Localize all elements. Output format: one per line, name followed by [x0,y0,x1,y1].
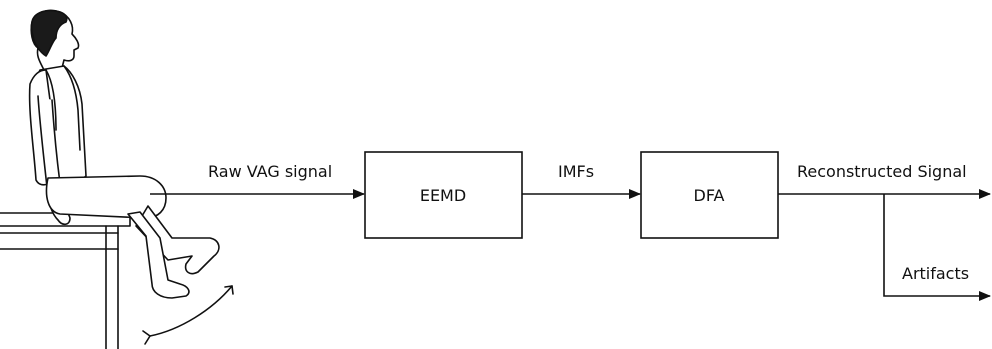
thigh-icon [45,175,167,219]
artifacts-label: Artifacts [902,264,969,283]
dfa-block: DFA [640,151,779,239]
seated-person-illustration [0,9,234,349]
dfa-label: DFA [694,186,725,205]
bench-icon [0,212,131,349]
eemd-box [364,151,523,239]
imfs-label: IMFs [558,162,594,181]
dfa-box [640,151,779,239]
lower-leg-icon [127,205,220,299]
reconstructed-signal-label: Reconstructed Signal [797,162,967,181]
eemd-block: EEMD [364,151,523,239]
raw-signal-label: Raw VAG signal [208,162,332,181]
knee-swing-arc-arrow [142,285,234,345]
head-icon [30,9,80,71]
eemd-label: EEMD [420,186,466,205]
artifacts-arrow [883,194,991,301]
